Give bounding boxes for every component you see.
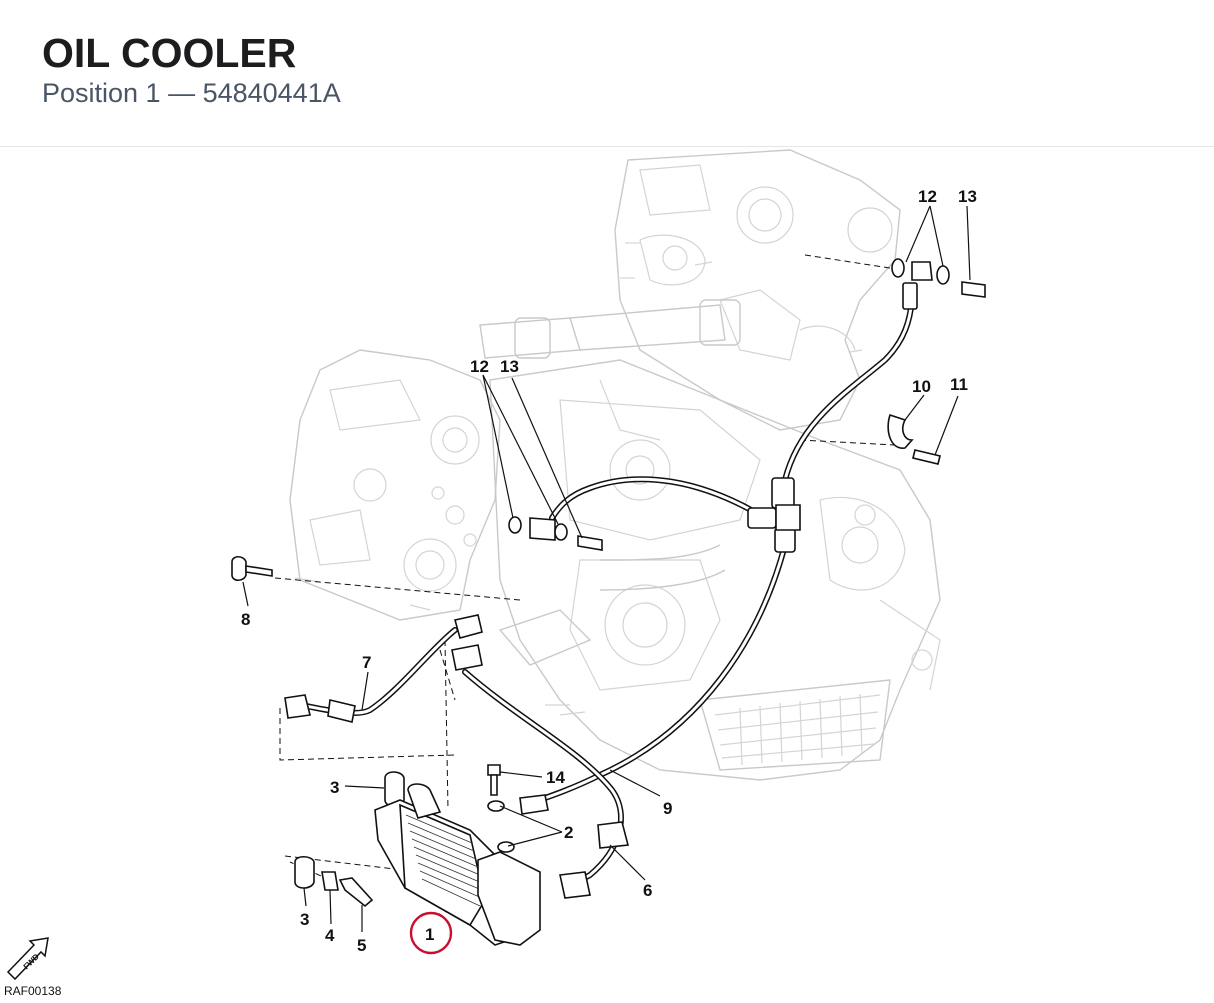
assembly-lines <box>274 254 896 881</box>
callout-13-front: 13 <box>500 357 519 376</box>
drawing-reference: RAF00138 <box>4 984 62 998</box>
callout-9: 9 <box>663 799 672 818</box>
forward-arrow-icon: FWD <box>6 937 49 981</box>
callout-3-top: 3 <box>330 778 339 797</box>
oil-hoses <box>297 297 915 885</box>
callout-5: 5 <box>357 936 366 955</box>
callout-14: 14 <box>546 768 565 787</box>
callout-6: 6 <box>643 881 652 900</box>
leader-lines <box>242 205 971 932</box>
callout-11: 11 <box>950 375 968 394</box>
callout-2: 2 <box>564 823 573 842</box>
callout-12-front: 12 <box>470 357 489 376</box>
fittings <box>231 258 986 908</box>
callouts: 12 13 12 13 10 11 8 7 14 9 3 2 6 3 4 5 1 <box>241 187 977 955</box>
page-title: OIL COOLER <box>42 30 297 76</box>
oil-cooler-part-1 <box>374 783 541 946</box>
callout-13-top: 13 <box>958 187 977 206</box>
callout-1: 1 <box>425 925 434 944</box>
engine-block-outline <box>289 149 941 781</box>
callout-7: 7 <box>362 653 371 672</box>
callout-8: 8 <box>241 610 250 629</box>
callout-3-bottom: 3 <box>300 910 309 929</box>
page-subtitle: Position 1 — 54840441A <box>42 78 341 108</box>
header: OIL COOLER Position 1 — 54840441A <box>0 0 1214 147</box>
callout-12-top: 12 <box>918 187 937 206</box>
callout-4: 4 <box>325 926 335 945</box>
callout-10: 10 <box>912 377 931 396</box>
highlight-circle <box>409 911 453 955</box>
